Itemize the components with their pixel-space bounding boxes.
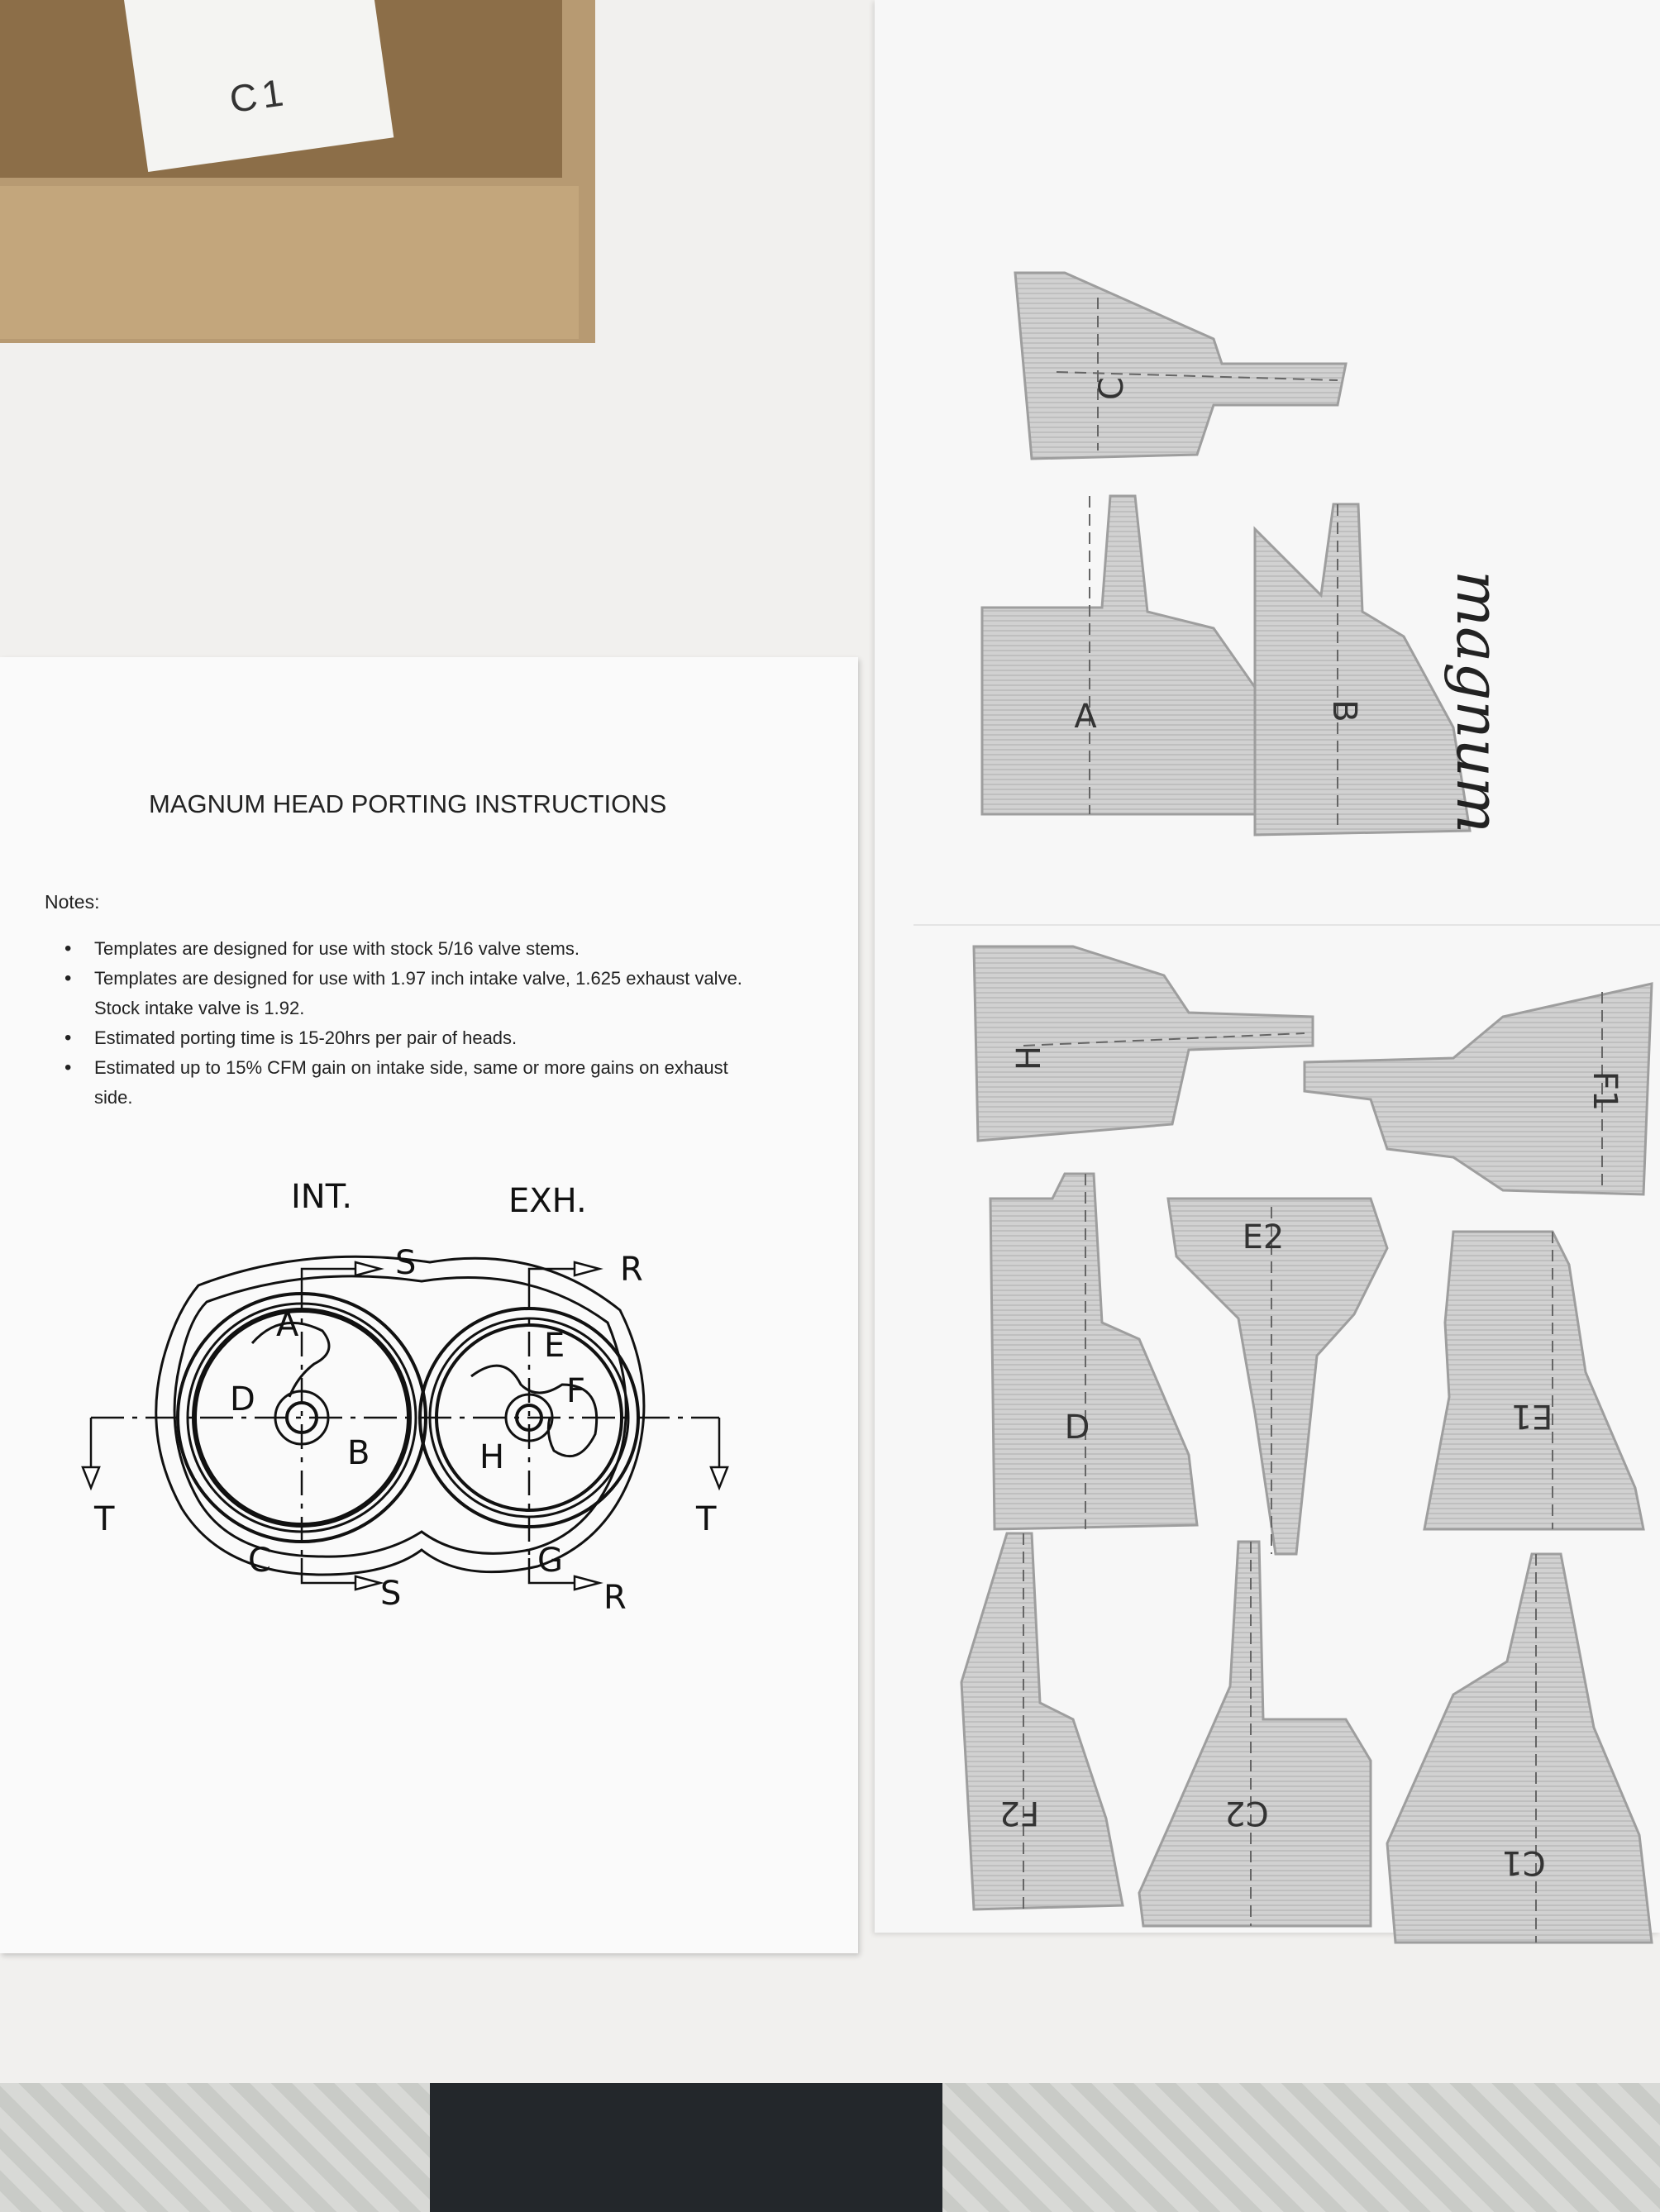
label-t-left: T	[94, 1500, 115, 1538]
box-paper-label: C1	[227, 69, 291, 122]
label-b: B	[347, 1434, 370, 1472]
template-b	[1253, 503, 1472, 837]
label-h: H	[479, 1438, 505, 1476]
template-f1	[1303, 982, 1653, 1196]
box-flap	[0, 186, 579, 339]
label-a: A	[276, 1306, 299, 1344]
label-r-top: R	[620, 1251, 643, 1289]
signature: magnum	[1443, 570, 1513, 834]
sheet-title: MAGNUM HEAD PORTING INSTRUCTIONS	[149, 789, 667, 818]
label-r-bottom: R	[603, 1579, 627, 1617]
notes-label: Notes:	[45, 891, 100, 913]
template-label-h: H	[1010, 1046, 1048, 1070]
chair-shadow	[430, 2083, 942, 2212]
template-e1	[1423, 1230, 1645, 1531]
template-a	[980, 494, 1290, 816]
label-s-top: S	[395, 1244, 417, 1282]
template-label-c1: C1	[1501, 1843, 1545, 1881]
template-c1	[1386, 1552, 1653, 1944]
cylinder-head-diagram: INT. EXH. S R A E D F B H T T C G S R	[74, 1178, 736, 1641]
label-e: E	[544, 1327, 565, 1365]
template-h	[972, 945, 1314, 1142]
diagram-drawing	[81, 1255, 729, 1591]
note-item: Templates are designed for use with stoc…	[50, 934, 761, 964]
label-f: F	[566, 1372, 586, 1410]
template-d	[989, 1172, 1199, 1531]
template-label-f2: F2	[999, 1794, 1039, 1832]
template-c2	[1138, 1540, 1372, 1928]
label-s-bottom: S	[380, 1575, 402, 1613]
template-f2	[960, 1532, 1124, 1911]
template-label-d: D	[1065, 1409, 1090, 1447]
template-label-e1: E1	[1511, 1397, 1553, 1435]
label-g: G	[537, 1542, 563, 1580]
template-c	[1014, 271, 1348, 460]
template-label-f1: F1	[1586, 1071, 1624, 1111]
template-label-c2: C2	[1224, 1794, 1268, 1832]
instruction-sheet: MAGNUM HEAD PORTING INSTRUCTIONS Notes: …	[0, 657, 858, 1953]
cardboard-box: C1	[0, 0, 595, 343]
label-c: C	[248, 1542, 271, 1580]
label-d: D	[230, 1380, 255, 1418]
notes-list: Templates are designed for use with stoc…	[50, 934, 761, 1113]
note-item: Templates are designed for use with 1.97…	[50, 964, 761, 1023]
template-label-e2: E2	[1243, 1218, 1285, 1256]
template-label-b: B	[1325, 699, 1363, 722]
template-label-c: C	[1093, 377, 1131, 400]
template-e2	[1166, 1197, 1389, 1556]
label-int: INT.	[291, 1178, 353, 1216]
template-label-a: A	[1074, 698, 1097, 736]
label-exh: EXH.	[508, 1182, 587, 1220]
sheet-fold-line	[913, 924, 1660, 926]
label-t-right: T	[696, 1500, 717, 1538]
note-item: Estimated up to 15% CFM gain on intake s…	[50, 1053, 761, 1113]
note-item: Estimated porting time is 15-20hrs per p…	[50, 1023, 761, 1053]
